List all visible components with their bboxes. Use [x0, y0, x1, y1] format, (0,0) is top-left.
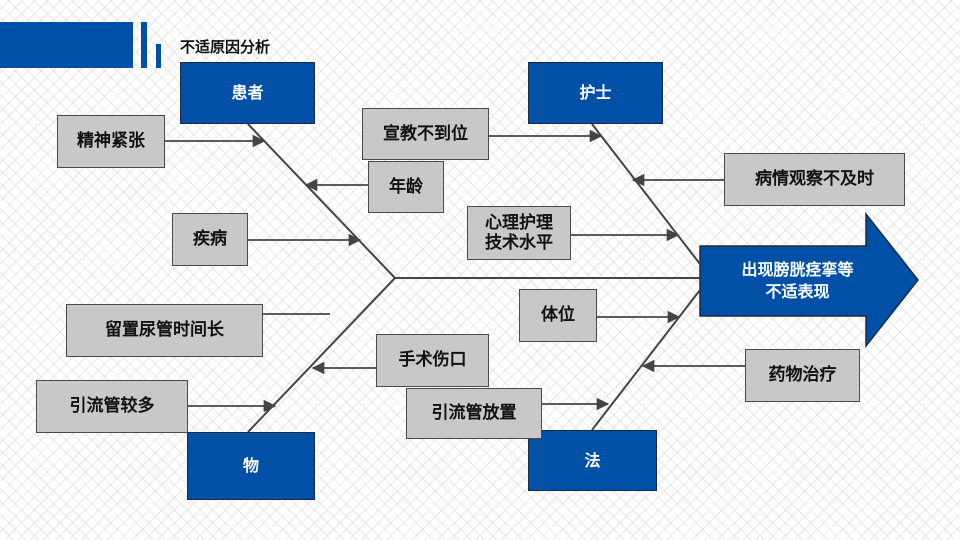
header-band-stripe [141, 22, 147, 68]
cause-education: 宣教不到位 [362, 108, 489, 160]
cause-psych-line2: 技术水平 [485, 233, 553, 253]
cause-catheter-time: 留置尿管时间长 [66, 304, 263, 357]
cause-psych-skill: 心理护理 技术水平 [467, 206, 571, 260]
slide-title: 不适原因分析 [180, 38, 271, 56]
cause-nervous: 精神紧张 [57, 115, 165, 168]
cause-observation: 病情观察不及时 [724, 153, 905, 206]
header-band-left [0, 22, 133, 68]
effect-head: 出现膀胱痉挛等 不适表现 [700, 246, 895, 316]
bone-material [247, 277, 396, 433]
category-method: 法 [528, 430, 657, 491]
effect-line2: 不适表现 [765, 282, 830, 301]
cause-wound: 手术伤口 [376, 334, 489, 387]
category-material: 物 [187, 432, 315, 500]
header-band-stripe-short [156, 44, 161, 68]
bone-patient [247, 123, 396, 279]
category-nurse: 护士 [528, 62, 663, 124]
cause-medication: 药物治疗 [745, 349, 860, 402]
head-arrow-shape [699, 211, 919, 349]
category-patient: 患者 [180, 62, 315, 124]
cause-many-drains: 引流管较多 [36, 380, 188, 433]
bone-nurse [591, 123, 701, 265]
cause-illness: 疾病 [172, 213, 248, 266]
cause-position: 体位 [519, 289, 597, 342]
cause-psych-line1: 心理护理 [485, 212, 553, 233]
bone-method [591, 289, 701, 431]
cause-age: 年龄 [368, 161, 444, 213]
cause-drain-place: 引流管放置 [406, 388, 542, 439]
effect-line1: 出现膀胱痉挛等 [741, 260, 854, 280]
